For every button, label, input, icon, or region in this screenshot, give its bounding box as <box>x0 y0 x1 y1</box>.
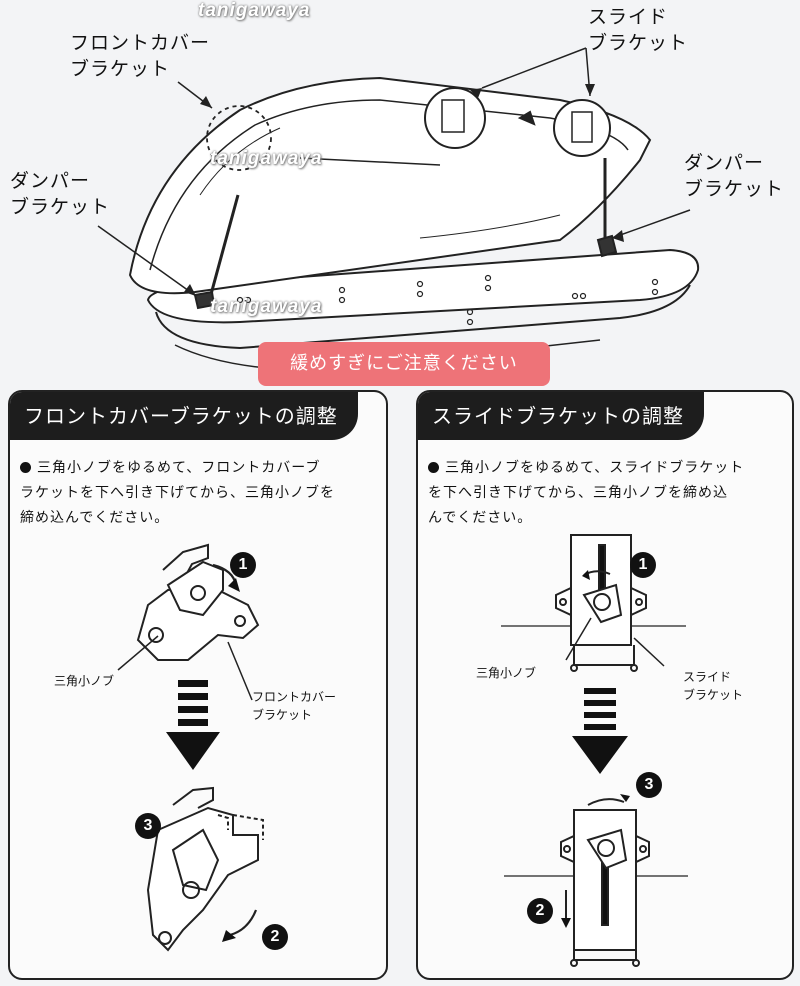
label-damper-bracket-right: ダンパー ブラケット <box>684 152 785 200</box>
bullet-icon <box>428 462 439 473</box>
watermark: tanigawaya <box>210 296 323 317</box>
bracket-label: スライド ブラケット <box>683 670 744 702</box>
watermark: tanigawaya <box>210 148 323 169</box>
panel-title: フロントカバーブラケットの調整 <box>10 392 358 440</box>
instruction-text: 三角小ノブをゆるめて、フロントカバーブ ラケットを下へ引き下げてから、三角小ノブ… <box>20 460 335 526</box>
bracket-label: フロントカバー ブラケット <box>252 690 337 722</box>
label-damper-bracket-left: ダンパー ブラケット <box>10 170 111 218</box>
step-3-badge: 3 <box>135 813 161 839</box>
step-3-badge: 3 <box>636 772 662 798</box>
step-1-badge: 1 <box>630 552 656 578</box>
front-bracket-step1-diagram <box>117 543 264 952</box>
panel-title: スライドブラケットの調整 <box>418 392 704 440</box>
caution-banner: 緩めすぎにご注意ください <box>258 342 550 386</box>
step-1-badge: 1 <box>230 552 256 578</box>
label-front-cover-bracket: フロントカバー ブラケット <box>70 32 211 80</box>
knob-label: 三角小ノブ <box>54 674 115 688</box>
instruction-text: 三角小ノブをゆるめて、スライドブラケット を下へ引き下げてから、三角小ノブを締め… <box>428 460 745 526</box>
watermark: tanigawaya <box>198 0 311 21</box>
label-slide-bracket: スライド ブラケット <box>588 6 689 54</box>
knob-label: 三角小ノブ <box>476 666 537 680</box>
bullet-icon <box>20 462 31 473</box>
slide-bracket-diagram <box>501 534 688 967</box>
step-2-badge: 2 <box>262 924 288 950</box>
step-2-badge: 2 <box>527 898 553 924</box>
roof-box-illustration <box>97 47 700 371</box>
